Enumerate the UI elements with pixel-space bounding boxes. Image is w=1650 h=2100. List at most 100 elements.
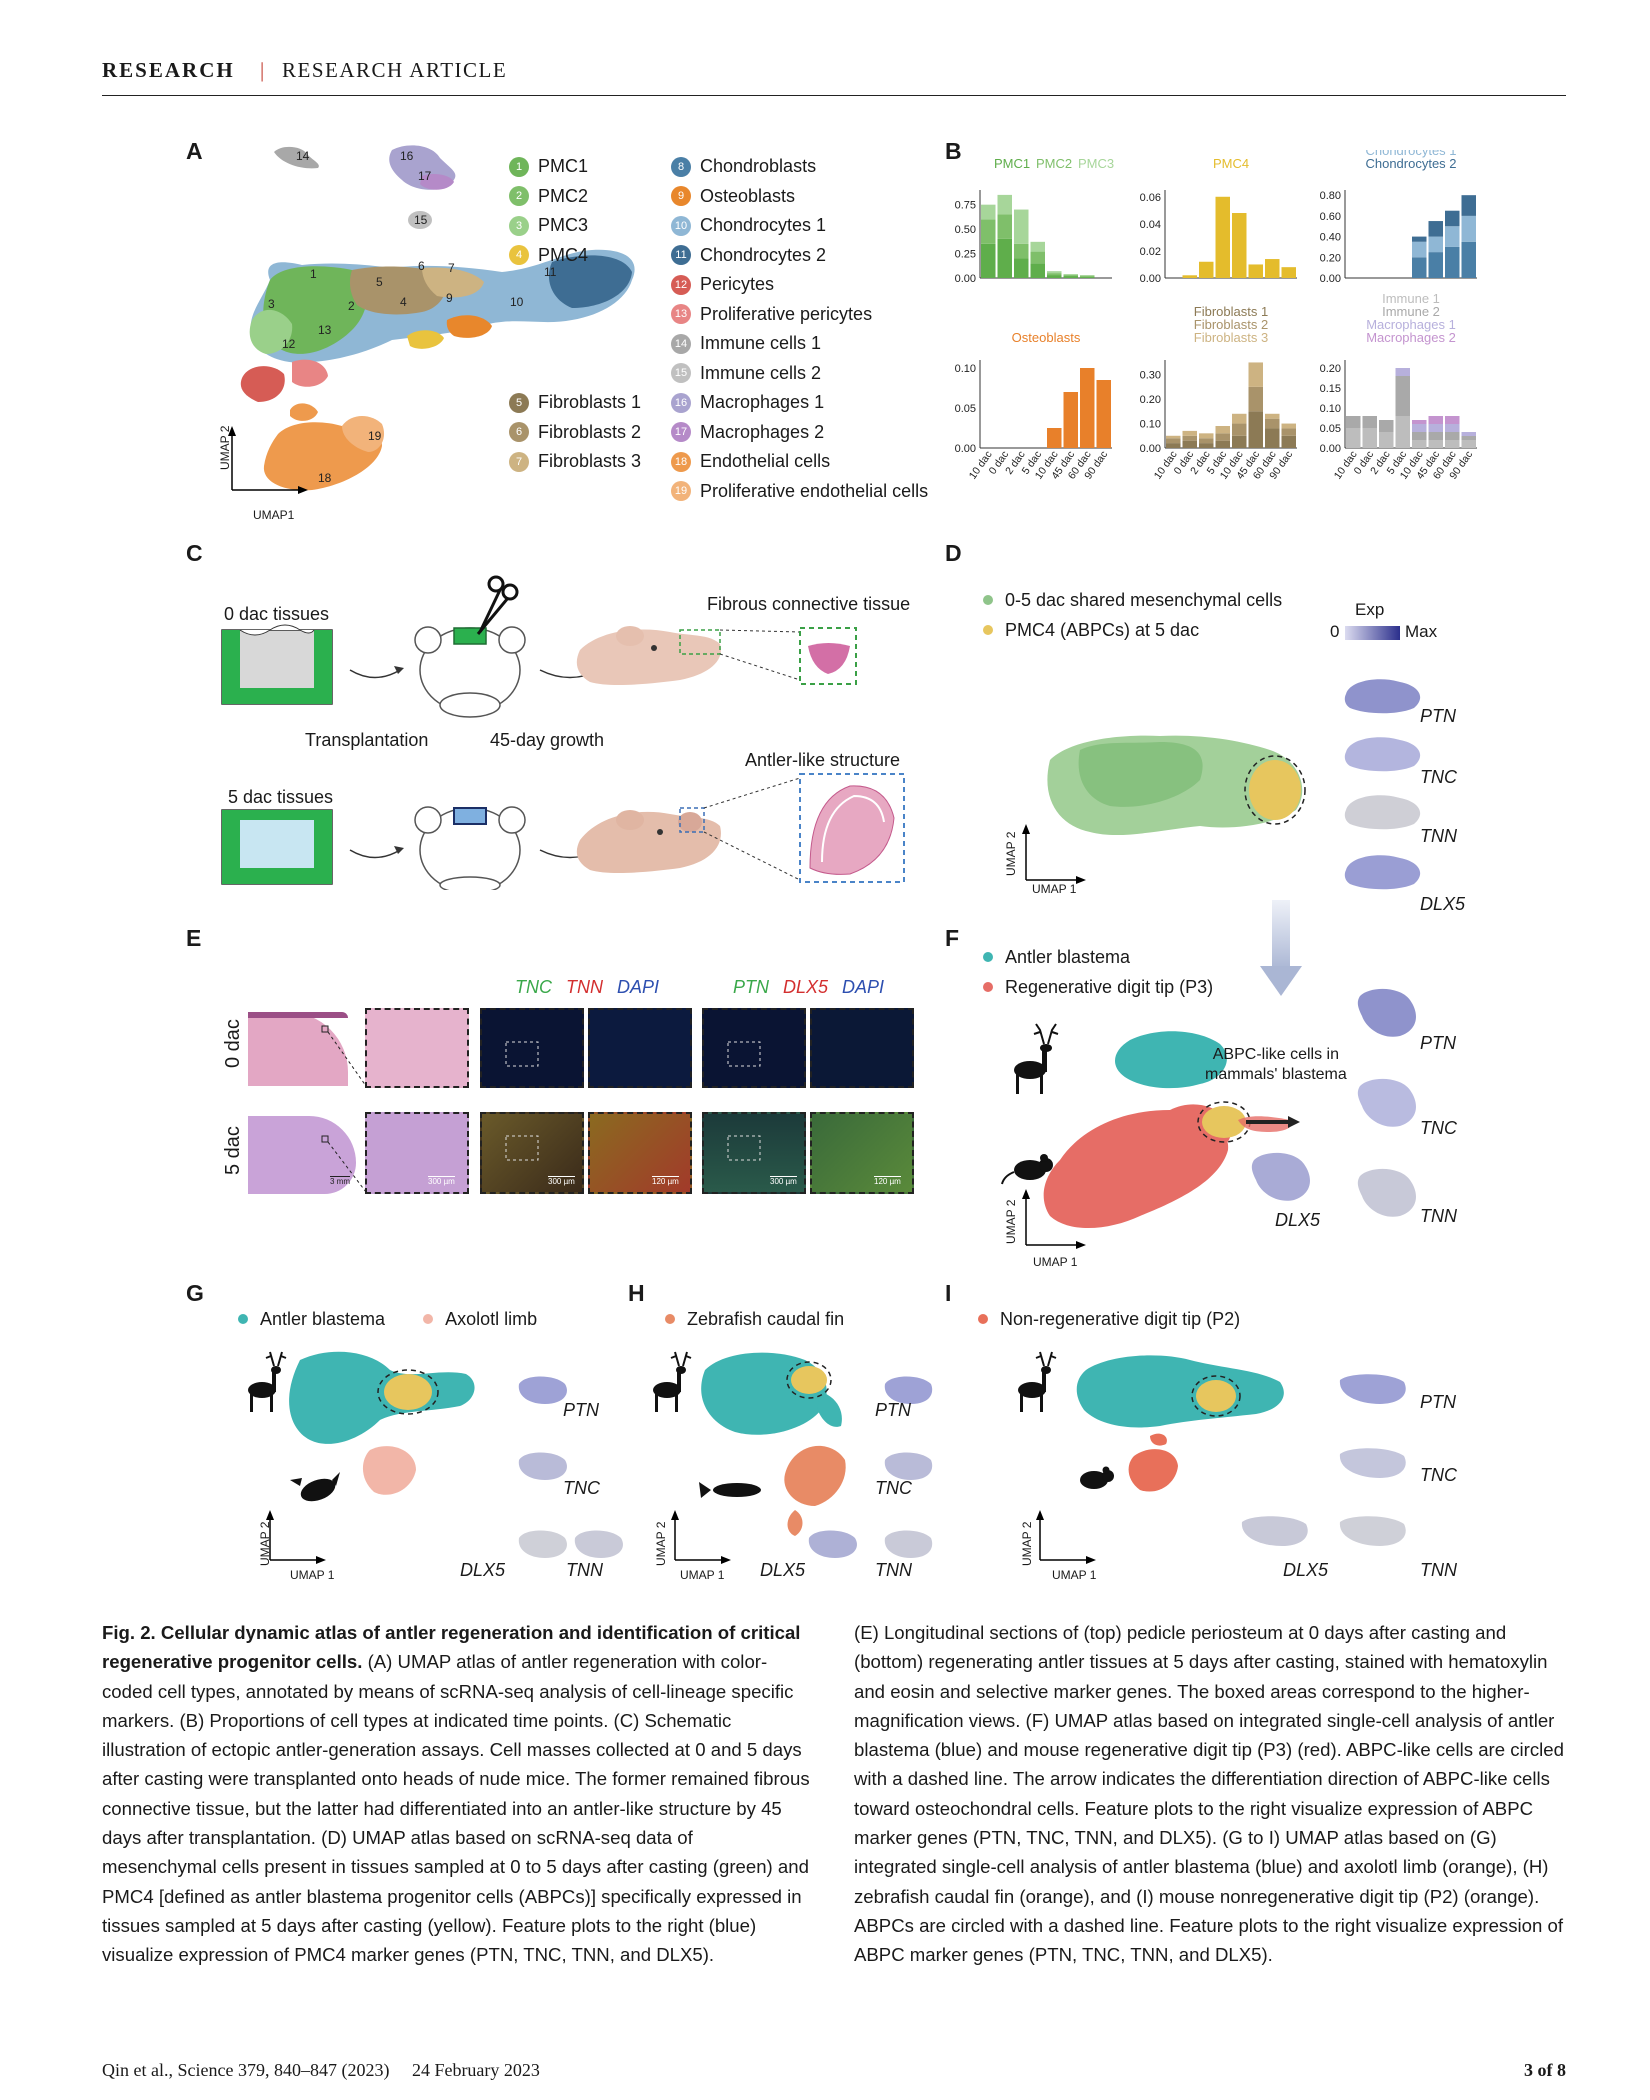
stain-label: DAPI [842, 977, 885, 997]
header-separator: | [260, 58, 265, 82]
y-tick-label: 0.25 [955, 249, 976, 261]
chart-legend-entry: Chondrocytes 2 [1365, 156, 1456, 171]
row-label-5dac: 5 dac [222, 1126, 244, 1175]
panel-a-umap-y-label: UMAP 2 [218, 425, 232, 470]
legend-label: Chondrocytes 1 [700, 215, 827, 236]
bar-segment [1461, 241, 1476, 278]
bar-segment [1428, 252, 1443, 278]
legend-f-item: Regenerative digit tip (P3) [983, 972, 1213, 1002]
panel-label-c: C [186, 540, 203, 566]
stain-label: TNN [566, 977, 603, 997]
chart-legend-entry: Fibroblasts 1 [1194, 304, 1268, 319]
legend-dot [238, 1314, 248, 1324]
cluster-number-label: 7 [448, 261, 455, 275]
legend-d-item: PMC4 (ABPCs) at 5 dac [983, 615, 1282, 645]
panel-g-umap [248, 1351, 475, 1564]
y-tick-label: 0.20 [1320, 252, 1341, 264]
legend-swatch: 15 [671, 363, 691, 384]
figure-caption-right-body: (E) Longitudinal sections of (top) pedic… [854, 1622, 1564, 1966]
legend-swatch: 4 [509, 245, 529, 266]
bar-segment [1182, 430, 1197, 436]
y-tick-label: 0.00 [955, 273, 976, 285]
panel-d-feature-plots [1344, 679, 1421, 890]
bar-segment [1395, 416, 1410, 448]
bar-segment [1030, 263, 1045, 278]
umap-region-fibro [349, 266, 446, 315]
bar-segment [1047, 271, 1062, 274]
fluor-tnc-5dac [480, 1112, 584, 1194]
bar-segment [1215, 426, 1230, 434]
bar-segment [1412, 241, 1427, 258]
bar-segment [981, 204, 996, 220]
umap-island-17 [420, 174, 454, 190]
cluster-number-label: 10 [510, 295, 524, 309]
legend-swatch: 17 [671, 422, 691, 443]
exp-title: Exp [1355, 600, 1385, 619]
chart-legend-entry: PMC3 [1078, 156, 1114, 171]
bar-segment [1265, 428, 1280, 448]
umap-region-pmc4 [407, 330, 444, 349]
bar-segment [1395, 368, 1410, 376]
legend-g-item: Axolotl limb [423, 1304, 537, 1334]
legend-swatch: 3 [509, 215, 529, 236]
scale-bar-label: 120 µm [652, 1176, 679, 1186]
deer-icon-h [653, 1351, 692, 1412]
bar-segment [1248, 411, 1263, 448]
y-tick-label: 0.50 [955, 224, 976, 236]
bar-segment [1362, 416, 1377, 428]
bar-segment [997, 194, 1012, 215]
scale-bar-label: 120 µm [874, 1176, 901, 1186]
legend-label: PMC4 (ABPCs) at 5 dac [1005, 619, 1200, 640]
nude-mouse-photo-bottom [576, 810, 721, 874]
bar-segment [1047, 273, 1062, 276]
fluor-ptn-zoom-0dac [810, 1008, 914, 1088]
legend-swatch: 9 [671, 186, 691, 207]
chart-legend-entry: Fibroblasts 3 [1194, 330, 1268, 345]
cluster-number-label: 2 [348, 299, 355, 313]
cluster-number-label: 9 [446, 291, 453, 305]
umap-region-prolif-peri [292, 359, 328, 387]
panel-h-gene-3: TNN [875, 1560, 912, 1580]
legend-dot [983, 952, 993, 962]
bar-segment [1461, 436, 1476, 440]
journal-header: RESEARCH | RESEARCH ARTICLE [102, 56, 1566, 96]
scale-bar-label: 3 mm [330, 1176, 350, 1186]
panel-i-gene-3: TNN [1420, 1560, 1457, 1580]
scissors-icon [476, 575, 519, 635]
panel-label-a: A [186, 138, 203, 164]
bar-segment [1461, 215, 1476, 242]
umap-island-19 [342, 416, 385, 452]
bar-segment [1461, 440, 1476, 448]
he-overview-0dac [248, 1006, 360, 1086]
legend-dot [983, 982, 993, 992]
bar-segment [1182, 275, 1197, 278]
bar-segment [1428, 432, 1443, 440]
legend-label: Immune cells 1 [700, 333, 822, 354]
panel-label-h: H [628, 1280, 645, 1306]
bar-segment [1445, 416, 1460, 424]
bar-segment [1232, 435, 1247, 448]
umap-region-fibro3 [422, 267, 484, 298]
row-label-0dac: 0 dac [222, 1019, 244, 1068]
cluster-number-label: 15 [414, 213, 428, 227]
y-tick-label: 0.00 [1320, 273, 1341, 285]
bar-segment [1199, 443, 1214, 448]
bar-segment [981, 243, 996, 278]
journal-brand: RESEARCH [102, 58, 235, 82]
fluor-tnc-zoom-5dac [588, 1112, 692, 1194]
y-tick-label: 0.20 [1140, 394, 1161, 406]
chart-legend-entry: Fibroblasts 2 [1194, 317, 1268, 332]
y-tick-label: 0.10 [1140, 419, 1161, 431]
y-tick-label: 0.30 [1140, 370, 1161, 382]
y-tick-label: 0.75 [955, 200, 976, 212]
legend-label: Fibroblasts 3 [538, 451, 642, 472]
cluster-number-label: 3 [268, 297, 275, 311]
